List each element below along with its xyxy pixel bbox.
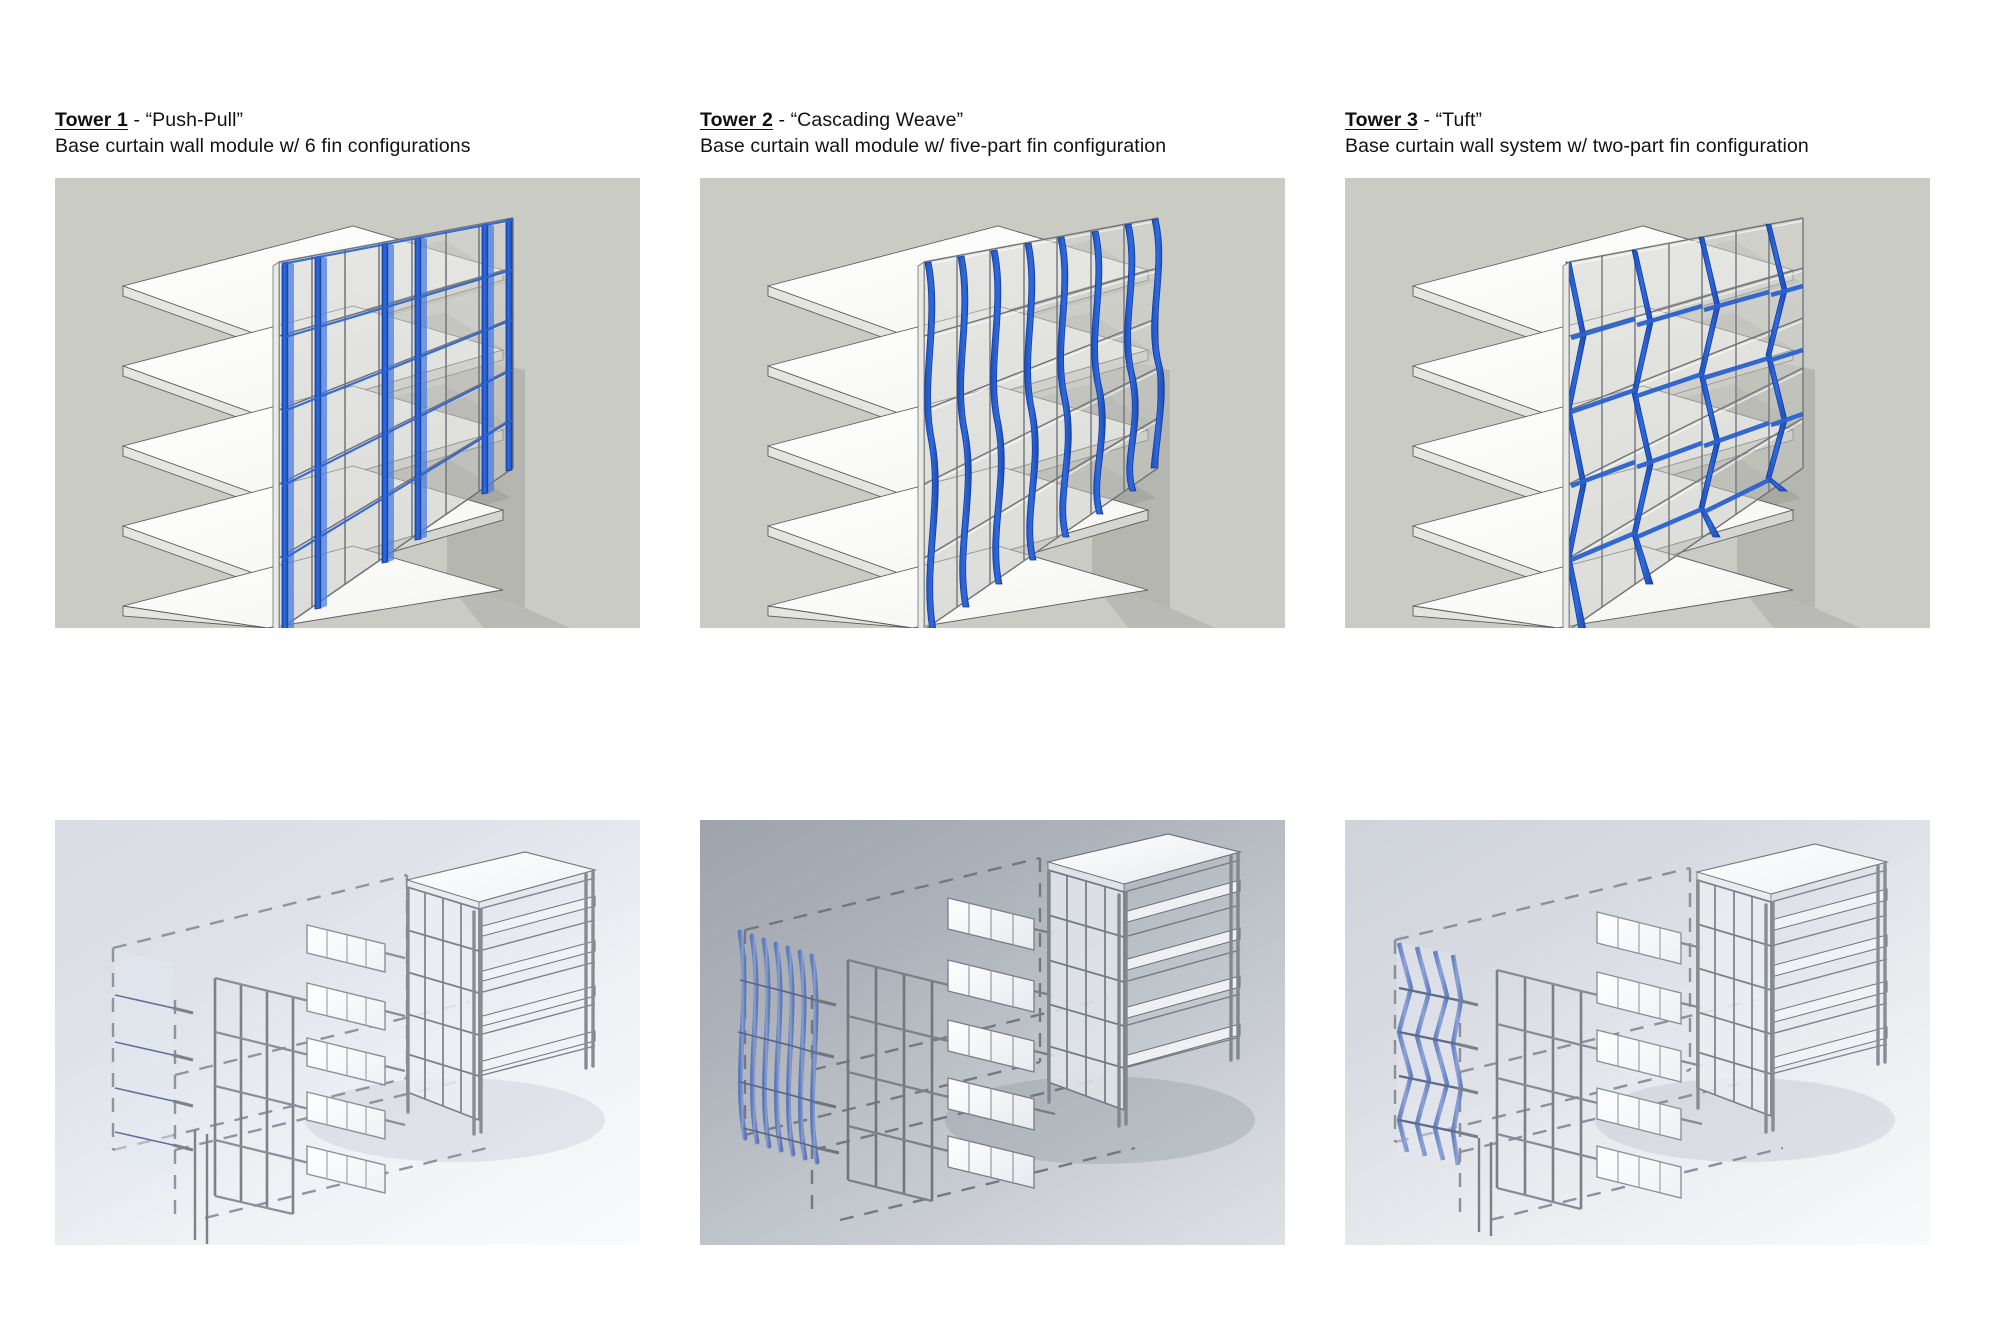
tower-2-column: Tower 2 - “Cascading Weave” Base curtain… [700, 0, 1320, 1338]
curtain-wall-assembly [1562, 217, 1804, 628]
blue-fin-depth-faces [288, 224, 494, 628]
exploded-glass-panel-layer [306, 924, 406, 1194]
exploded-mullion-frame [193, 976, 314, 1244]
tower-3-title: Tower 3 - “Tuft” [1345, 108, 1965, 132]
tower-3-caption: Tower 3 - “Tuft” Base curtain wall syste… [1345, 108, 1965, 159]
wall-edge-return [917, 261, 925, 628]
tower-2-exploded-axonometric [700, 820, 1285, 1245]
tower-1-perspective-render [55, 178, 640, 628]
blue-transom-accents [281, 218, 513, 561]
tower-1-separator: - [127, 109, 146, 131]
tower-1-nickname: “Push-Pull” [145, 109, 244, 131]
exploded-mullion-frame [846, 958, 954, 1203]
exploded-assembled-tower [1694, 843, 1890, 1134]
tower-1-subtitle: Base curtain wall module w/ 6 fin config… [55, 135, 471, 157]
tower-3-separator: - [1417, 109, 1436, 131]
wall-edge-return [272, 261, 280, 628]
explosion-guide-lines [743, 856, 1136, 1222]
ground-shadow [1595, 1078, 1895, 1162]
exploded-fin-panel-highlight [737, 929, 840, 1165]
blue-tie-bars [1570, 283, 1804, 563]
exploded-glass-panel-layer [1596, 911, 1703, 1199]
exploded-glass-panel-layer [947, 897, 1056, 1189]
tower-3-perspective-render [1345, 178, 1930, 628]
tower-2-title: Tower 2 - “Cascading Weave” [700, 108, 1320, 132]
tower-2-nickname: “Cascading Weave” [790, 109, 964, 131]
tower-3-title-label: Tower 3 [1345, 109, 1418, 131]
tower-2-separator: - [772, 109, 791, 131]
tower-3-column: Tower 3 - “Tuft” Base curtain wall syste… [1345, 0, 1965, 1338]
tower-1-title-label: Tower 1 [55, 109, 128, 131]
tower-1-exploded-axonometric [55, 820, 640, 1245]
tower-3-subtitle: Base curtain wall system w/ two-part fin… [1345, 135, 1809, 157]
tower-3-exploded-axonometric [1345, 820, 1930, 1245]
blue-fins-wavy [924, 218, 1165, 628]
tower-2-caption: Tower 2 - “Cascading Weave” Base curtain… [700, 108, 1320, 159]
transoms [1568, 217, 1804, 628]
ground-shadow [305, 1078, 605, 1162]
tower-1-caption: Tower 1 - “Push-Pull” Base curtain wall … [55, 108, 675, 159]
wall-edge-return [1562, 261, 1570, 628]
exploded-assembled-tower [1045, 833, 1243, 1128]
exploded-fin-panel-highlight [114, 948, 194, 1178]
tower-2-subtitle: Base curtain wall module w/ five-part fi… [700, 135, 1167, 157]
tower-2-title-label: Tower 2 [700, 109, 773, 131]
curtain-wall-assembly [917, 217, 1165, 628]
tower-1-title: Tower 1 - “Push-Pull” [55, 108, 675, 132]
exploded-fin-panel-highlight [1396, 942, 1479, 1166]
exploded-mullion-frame [1477, 968, 1603, 1236]
curtain-wall-assembly [272, 217, 514, 628]
exploded-assembled-tower [404, 851, 598, 1136]
tower-1-column: Tower 1 - “Push-Pull” Base curtain wall … [55, 0, 675, 1338]
tower-2-perspective-render [700, 178, 1285, 628]
tower-3-nickname: “Tuft” [1435, 109, 1483, 131]
